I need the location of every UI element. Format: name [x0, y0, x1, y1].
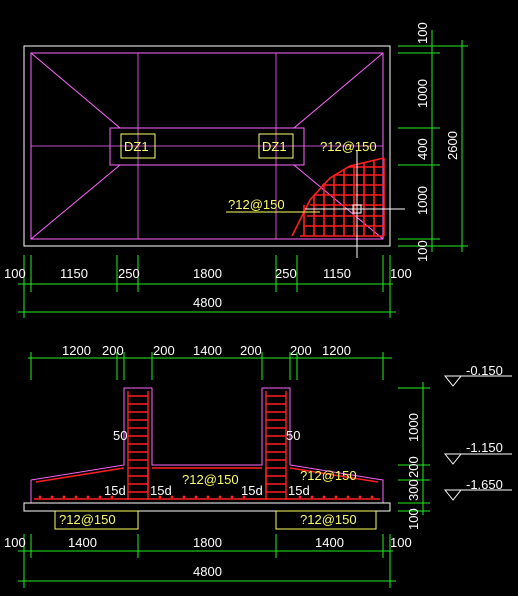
plan-vdim-0: 100: [415, 22, 430, 44]
plan-diagonal: [30, 164, 121, 240]
section-dim-4: 200: [240, 343, 262, 358]
plan-vdim-1: 1000: [415, 79, 430, 108]
lap-label-2: 15d: [150, 483, 172, 498]
plan-vdim-3: 1000: [415, 186, 430, 215]
plan-diagonal: [293, 164, 384, 240]
anchor-label-left: 50: [113, 428, 127, 443]
column-box-right: [258, 133, 294, 159]
elevation-markers: [443, 375, 512, 501]
section-bdim-total: 4800: [193, 564, 222, 579]
plan-dim-2: 250: [118, 266, 140, 281]
section-blinding: [23, 502, 391, 512]
column-label-right: DZ1: [262, 139, 287, 154]
section-dim-6: 1200: [322, 343, 351, 358]
lap-label-1: 15d: [104, 483, 126, 498]
plan-dim-total: 4800: [193, 295, 222, 310]
section-pad-right: [275, 510, 377, 530]
plan-dim-6: 100: [390, 266, 412, 281]
plan-diagonal: [30, 52, 121, 129]
plan-view: DZ1 DZ1: [4, 22, 468, 318]
plan-vdim-total: 2600: [445, 131, 460, 160]
plan-dim-bottom: [18, 255, 396, 318]
column-box-left: [120, 133, 156, 159]
section-vdim-3: 100: [406, 508, 421, 530]
section-vdim-0: 1000: [406, 413, 421, 442]
section-top-rebar: [35, 467, 379, 492]
plan-rebar-label-top: ?12@150: [320, 139, 377, 154]
section-outline: [30, 387, 384, 504]
plan-dim-1: 1150: [60, 266, 88, 281]
plan-vdim-4: 100: [415, 240, 430, 262]
section-dim-5: 200: [290, 343, 312, 358]
lap-label-3: 15d: [241, 483, 263, 498]
column-rebar-right: [265, 391, 287, 500]
section-bdim-2: 1800: [193, 535, 222, 550]
plan-dim-3: 1800: [193, 266, 222, 281]
column-label-left: DZ1: [124, 139, 149, 154]
section-dim-3: 1400: [193, 343, 222, 358]
plan-rebar-label-left: ?12@150: [228, 197, 285, 212]
section-bar-dots: [38, 495, 374, 499]
section-bdim-0: 100: [4, 535, 26, 550]
plan-dim-4: 250: [275, 266, 297, 281]
section-bdim-4: 100: [390, 535, 412, 550]
section-rebar-top-2: ?12@150: [300, 468, 357, 483]
anchor-label-right: 50: [286, 428, 300, 443]
plan-pedestal-strip: [109, 127, 305, 166]
plan-dim-0: 100: [4, 266, 26, 281]
elevation-1: -0.150: [466, 363, 503, 378]
section-rebar-bottom-2: ?12@150: [300, 512, 357, 527]
section-dim-right: [398, 382, 430, 515]
section-view: 1200 200 200 1400 200 200 1200: [4, 343, 512, 588]
section-vdim-2: 300: [406, 479, 421, 501]
section-dim-bottom: [18, 534, 396, 588]
section-dim-0: 1200: [62, 343, 91, 358]
section-bdim-1: 1400: [68, 535, 97, 550]
crosshair-cursor: [305, 150, 405, 258]
plan-outline-outer: [23, 45, 391, 247]
section-rebar-bottom-1: ?12@150: [59, 512, 116, 527]
section-dim-top: [28, 352, 392, 380]
column-rebar-left: [127, 391, 149, 500]
section-bdim-3: 1400: [315, 535, 344, 550]
plan-dim-right: [398, 30, 468, 252]
section-pad-left: [54, 510, 139, 530]
section-dim-1: 200: [102, 343, 124, 358]
plan-vdim-2: 400: [415, 138, 430, 160]
section-dim-2: 200: [153, 343, 175, 358]
elevation-3: -1.650: [466, 477, 503, 492]
plan-rebar-mesh: [291, 157, 385, 237]
plan-diagonal: [293, 52, 384, 129]
elevation-2: -1.150: [466, 440, 503, 455]
section-rebar-top-1: ?12@150: [182, 472, 239, 487]
plan-dim-5: 1150: [323, 266, 351, 281]
section-vdim-1: 200: [406, 456, 421, 478]
lap-label-4: 15d: [288, 483, 310, 498]
